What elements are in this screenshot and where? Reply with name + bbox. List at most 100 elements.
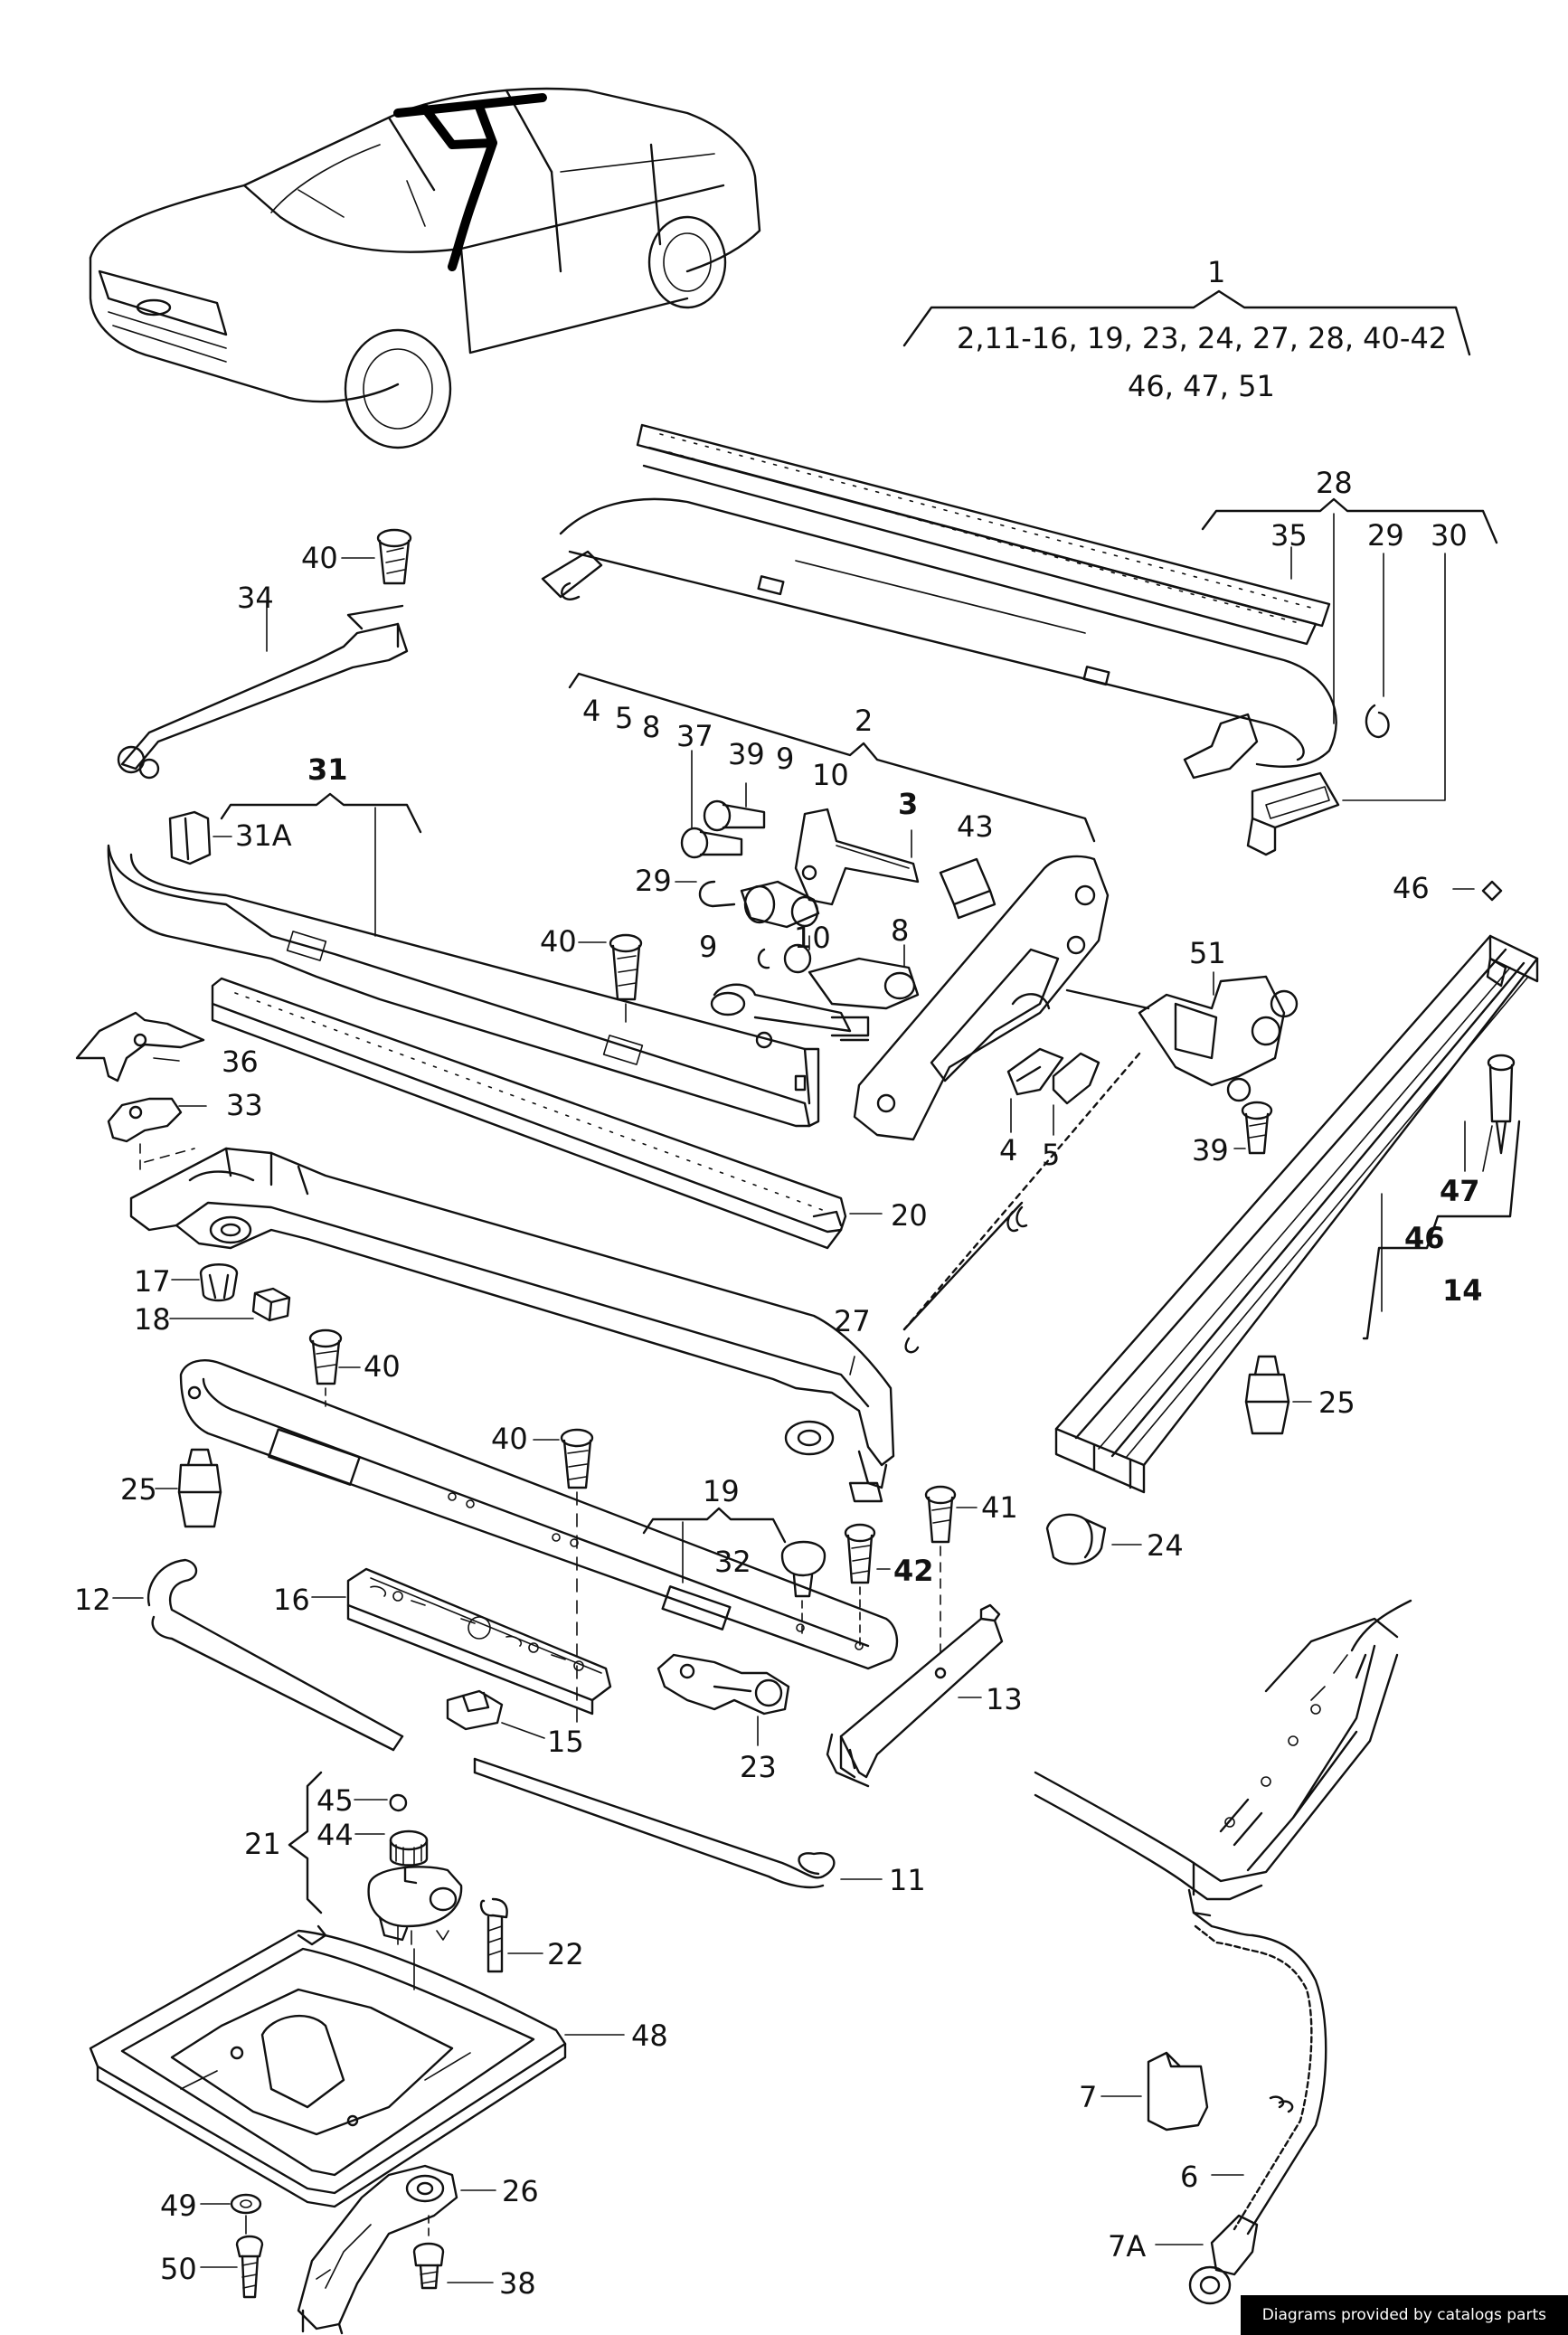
adjuster-knob bbox=[367, 1866, 463, 1945]
callout-47: 47 bbox=[1440, 1174, 1480, 1208]
callout-45: 45 bbox=[316, 1783, 354, 1818]
clip-32 bbox=[780, 1540, 827, 1598]
callout-22: 22 bbox=[547, 1937, 584, 1971]
callout-49: 49 bbox=[160, 2188, 197, 2223]
callout-36: 36 bbox=[222, 1045, 259, 1079]
screw-40b bbox=[609, 933, 643, 1001]
callout-39b: 39 bbox=[1192, 1133, 1229, 1168]
slider-30 bbox=[1246, 771, 1340, 856]
group-21-head: 21 bbox=[244, 1827, 281, 1861]
screw-22 bbox=[479, 1897, 508, 1973]
screw-40c bbox=[308, 1328, 343, 1407]
bracket-13 bbox=[826, 1603, 1004, 1788]
washer-49 bbox=[230, 2193, 262, 2215]
callout-7: 7 bbox=[1079, 2080, 1097, 2114]
callout-12: 12 bbox=[74, 1583, 111, 1617]
callout-31A: 31A bbox=[235, 818, 292, 853]
clip-45 bbox=[389, 1793, 408, 1812]
bracket-14 bbox=[1362, 1120, 1521, 1340]
link-4 bbox=[1006, 1047, 1064, 1096]
pin-47 bbox=[1487, 1054, 1516, 1155]
pins-37-39 bbox=[680, 750, 766, 859]
callout-48: 48 bbox=[631, 2018, 668, 2053]
bracket-26 bbox=[297, 2164, 458, 2335]
nut-18 bbox=[251, 1287, 291, 1322]
motor-51 bbox=[1065, 975, 1299, 1102]
callout-18: 18 bbox=[134, 1302, 171, 1337]
callout-33: 33 bbox=[226, 1088, 263, 1122]
clip-29b bbox=[698, 880, 736, 908]
callout-44: 44 bbox=[316, 1818, 354, 1852]
callout-50: 50 bbox=[160, 2252, 197, 2286]
callout-5b: 5 bbox=[1042, 1138, 1060, 1172]
seat-pan-48 bbox=[89, 1924, 567, 2208]
group-21: 21 bbox=[244, 1771, 323, 1914]
callout-9b: 9 bbox=[699, 930, 717, 964]
callout-29a: 29 bbox=[1367, 518, 1404, 553]
group-19-head: 19 bbox=[703, 1474, 740, 1508]
callout-3: 3 bbox=[898, 787, 918, 821]
callout-13: 13 bbox=[986, 1682, 1023, 1716]
callout-10b: 10 bbox=[794, 921, 831, 955]
lever-23 bbox=[656, 1653, 790, 1716]
callout-42: 42 bbox=[893, 1554, 934, 1588]
screw-42 bbox=[844, 1523, 876, 1647]
callout-7A: 7A bbox=[1108, 2229, 1146, 2264]
group-28: 28 bbox=[1201, 466, 1498, 544]
right-rail-14 bbox=[1054, 934, 1539, 1494]
callout-26: 26 bbox=[502, 2174, 539, 2208]
screw-38 bbox=[412, 2242, 445, 2290]
rail-16 bbox=[346, 1567, 612, 1716]
callout-32: 32 bbox=[714, 1545, 751, 1579]
callout-5a: 5 bbox=[615, 701, 633, 735]
clip-24 bbox=[1045, 1513, 1107, 1565]
plate-33 bbox=[107, 1097, 183, 1143]
callout-40b: 40 bbox=[540, 924, 577, 959]
group-1-head: 1 bbox=[1207, 255, 1225, 289]
group-1-row1: 2,11-16, 19, 23, 24, 27, 28, 40-42 bbox=[957, 321, 1447, 355]
callout-24: 24 bbox=[1147, 1528, 1184, 1563]
callout-23: 23 bbox=[740, 1750, 777, 1784]
clip-7 bbox=[1147, 2051, 1209, 2132]
group-14-head: 14 bbox=[1442, 1273, 1483, 1308]
callout-46b: 46 bbox=[1404, 1221, 1445, 1255]
callout-40a: 40 bbox=[301, 541, 338, 575]
link-5 bbox=[1052, 1052, 1100, 1105]
group-31-head: 31 bbox=[307, 752, 348, 787]
frame-27 bbox=[129, 1147, 895, 1503]
clip-43 bbox=[939, 857, 997, 920]
group-28-head: 28 bbox=[1316, 466, 1353, 500]
gear-44 bbox=[389, 1829, 429, 1867]
callout-35: 35 bbox=[1270, 518, 1308, 553]
callout-4a: 4 bbox=[582, 694, 600, 728]
callout-40d: 40 bbox=[491, 1422, 528, 1456]
rail-cover-31 bbox=[107, 844, 820, 1128]
car-illustration bbox=[89, 87, 761, 449]
screw-39b bbox=[1241, 1101, 1273, 1155]
callout-46a: 46 bbox=[1393, 871, 1430, 905]
bracket-3 bbox=[794, 808, 920, 906]
top-rail-assembly bbox=[541, 423, 1337, 780]
clip-29a bbox=[1365, 704, 1390, 739]
link-34 bbox=[117, 600, 409, 780]
callout-25b: 25 bbox=[1318, 1385, 1355, 1420]
group-1: 1 2,11-16, 19, 23, 24, 27, 28, 40-42 46,… bbox=[902, 255, 1471, 403]
callout-16: 16 bbox=[273, 1583, 310, 1617]
screw-40a bbox=[376, 528, 412, 585]
plate-36 bbox=[75, 1011, 205, 1082]
washer-10b bbox=[783, 943, 812, 974]
group-1-row2: 46, 47, 51 bbox=[1128, 369, 1275, 403]
callout-41: 41 bbox=[981, 1490, 1018, 1525]
callout-4b: 4 bbox=[999, 1133, 1017, 1168]
callout-40c: 40 bbox=[364, 1349, 401, 1384]
lever-8 bbox=[710, 957, 920, 1049]
callout-15: 15 bbox=[547, 1725, 584, 1759]
leader-36 bbox=[153, 1057, 180, 1062]
group-2: 2 bbox=[568, 672, 1096, 843]
callout-29b: 29 bbox=[635, 864, 672, 898]
callout-39a: 39 bbox=[728, 737, 765, 771]
callout-11: 11 bbox=[889, 1863, 926, 1897]
grommet-25b bbox=[1244, 1355, 1290, 1435]
cable-11 bbox=[473, 1757, 836, 1889]
